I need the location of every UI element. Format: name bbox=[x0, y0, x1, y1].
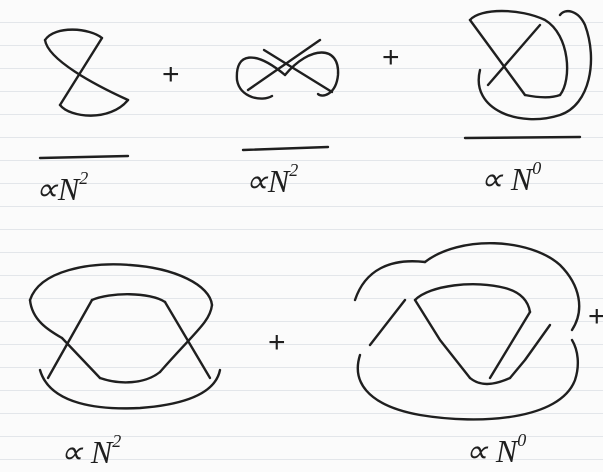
term-2-exponent: 2 bbox=[289, 160, 298, 180]
term-5-exponent: 0 bbox=[517, 430, 526, 450]
term-1-label: ∝N2 bbox=[35, 154, 130, 207]
term-2-scale: ∝N bbox=[245, 163, 291, 199]
term-1-scale: ∝N bbox=[35, 171, 81, 207]
plus-operator-4-partial: + bbox=[588, 300, 603, 333]
term-5-scale: ∝ N bbox=[465, 433, 519, 469]
term-3-exponent: 0 bbox=[532, 158, 541, 178]
plus-operator-1: + bbox=[162, 58, 180, 91]
svg-text:∝ N0: ∝ N0 bbox=[480, 158, 541, 197]
term-3-label: ∝ N0 bbox=[463, 135, 582, 197]
term-5-label: ∝ N0 bbox=[465, 430, 526, 469]
diagram-4-double-crossing-annulus bbox=[28, 263, 222, 410]
diagram-3-loop-with-handle bbox=[468, 9, 593, 121]
diagram-1-twisted-loop bbox=[43, 28, 130, 117]
diagram-5-nested-double-crossing bbox=[353, 241, 581, 421]
plus-operator-3: + bbox=[268, 326, 286, 359]
svg-text:∝N2: ∝N2 bbox=[35, 168, 88, 207]
term-4-exponent: 2 bbox=[112, 431, 121, 451]
svg-text:∝N2: ∝N2 bbox=[245, 160, 298, 199]
term-2-label: ∝N2 bbox=[241, 145, 330, 199]
term-4-scale: ∝ N bbox=[60, 434, 114, 470]
term-4-label: ∝ N2 bbox=[60, 431, 121, 470]
plus-operator-2: + bbox=[382, 41, 400, 74]
term-3-scale: ∝ N bbox=[480, 161, 534, 197]
term-1-exponent: 2 bbox=[79, 168, 88, 188]
diagram-2-figure-eight bbox=[235, 38, 340, 100]
